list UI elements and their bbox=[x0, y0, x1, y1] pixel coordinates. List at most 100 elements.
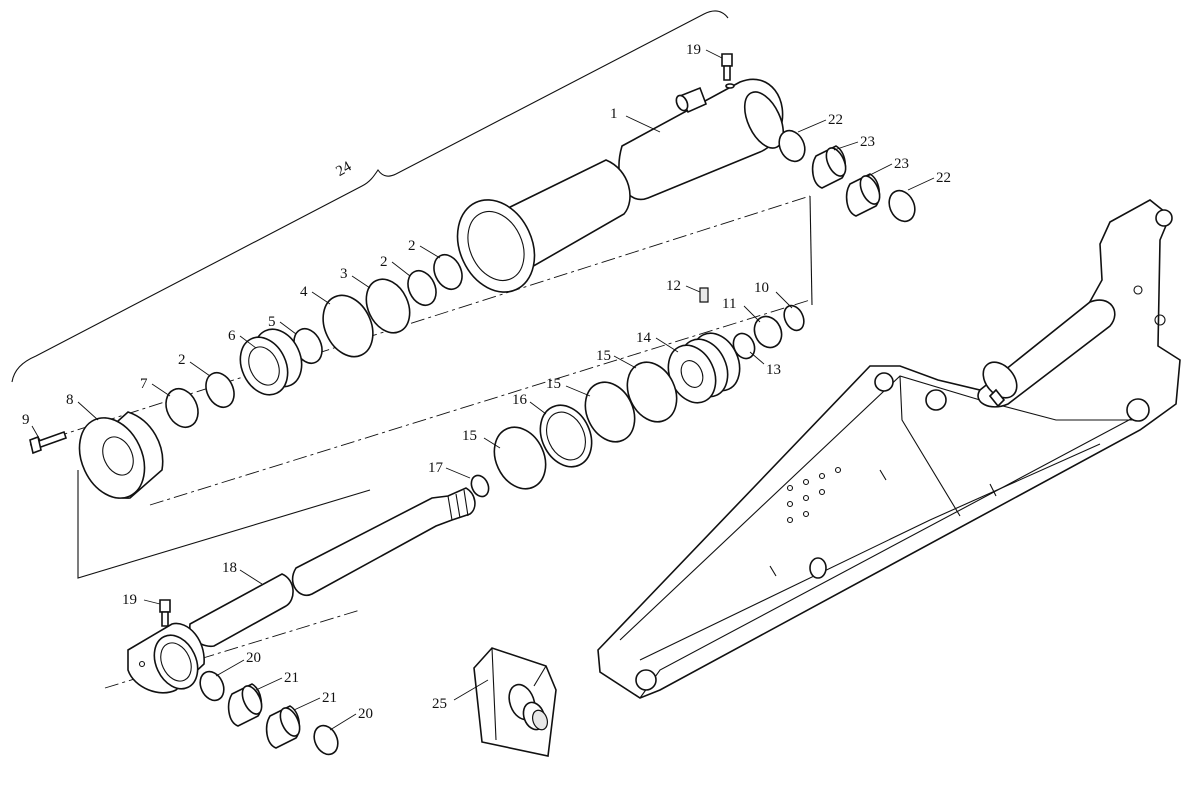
ring-16 bbox=[539, 404, 593, 468]
callout-10: 10 bbox=[754, 280, 769, 296]
callout-14: 14 bbox=[636, 330, 652, 346]
ring-3 bbox=[365, 278, 411, 334]
cylinder-barrel-front bbox=[456, 159, 631, 293]
ring-22-b bbox=[888, 189, 916, 223]
gland-6 bbox=[239, 328, 303, 396]
leader-2b bbox=[391, 261, 411, 277]
leader-2a bbox=[189, 361, 211, 377]
callout-23b: 23 bbox=[894, 156, 909, 172]
bushing-21-a bbox=[227, 683, 263, 727]
leader-4 bbox=[311, 291, 331, 305]
callout-13: 13 bbox=[766, 362, 781, 378]
assembly-bracket-24 bbox=[11, 10, 729, 383]
leader-20a bbox=[215, 659, 245, 677]
leader-15b bbox=[565, 385, 591, 397]
callout-2c: 2 bbox=[408, 238, 416, 254]
leader-22b bbox=[907, 177, 935, 191]
callout-19a: 19 bbox=[686, 42, 701, 58]
callout-25: 25 bbox=[432, 696, 447, 712]
callout-22a: 22 bbox=[828, 112, 843, 128]
cylinder-head-8 bbox=[78, 411, 164, 499]
leader-9 bbox=[31, 425, 41, 441]
leader-10 bbox=[775, 291, 793, 309]
callout-23a: 23 bbox=[860, 134, 875, 150]
center-line-rod bbox=[149, 299, 811, 506]
leader-5 bbox=[279, 321, 297, 335]
leader-8 bbox=[77, 401, 99, 421]
ring-4 bbox=[322, 294, 374, 358]
ring-20-a bbox=[199, 670, 225, 702]
leader-7 bbox=[151, 383, 171, 397]
leader-14 bbox=[655, 337, 679, 353]
assembly-line-left bbox=[77, 470, 371, 579]
leader-6 bbox=[239, 335, 257, 349]
leader-21a bbox=[255, 677, 283, 691]
boom-assembly bbox=[597, 199, 1181, 699]
callout-24: 24 bbox=[333, 158, 354, 180]
leader-21b bbox=[293, 697, 321, 711]
piston-14 bbox=[667, 332, 741, 404]
callout-3: 3 bbox=[340, 266, 348, 282]
callout-20a: 20 bbox=[246, 650, 261, 666]
leader-17 bbox=[445, 467, 471, 479]
nut-11 bbox=[753, 315, 783, 349]
ring-2-a bbox=[205, 371, 235, 409]
callout-6: 6 bbox=[228, 328, 236, 344]
callout-11: 11 bbox=[722, 296, 736, 312]
ring-20-b bbox=[313, 724, 339, 756]
leader-22a bbox=[797, 119, 827, 133]
callout-15a: 15 bbox=[462, 428, 477, 444]
ring-10 bbox=[783, 304, 805, 332]
callout-21a: 21 bbox=[284, 670, 299, 686]
leader-13 bbox=[749, 351, 765, 365]
ring-17 bbox=[470, 474, 490, 498]
ring-15-a bbox=[493, 426, 547, 490]
leader-1 bbox=[625, 115, 661, 133]
leader-23a bbox=[833, 141, 859, 151]
leader-19a bbox=[705, 49, 723, 59]
bushing-23-a bbox=[811, 145, 847, 189]
callout-17: 17 bbox=[428, 460, 444, 476]
callout-5: 5 bbox=[268, 314, 276, 330]
leader-15a bbox=[483, 437, 501, 449]
assembly-line-right bbox=[809, 195, 813, 306]
grease-fitting-19-bottom bbox=[159, 599, 171, 627]
callout-21b: 21 bbox=[322, 690, 337, 706]
callout-12: 12 bbox=[666, 278, 681, 294]
callout-16: 16 bbox=[512, 392, 528, 408]
leader-12 bbox=[685, 285, 701, 293]
cylinder-barrel-rear bbox=[618, 78, 785, 201]
callout-9: 9 bbox=[22, 412, 30, 428]
piston-rod-18 bbox=[189, 487, 476, 648]
rod-eye bbox=[127, 622, 205, 694]
callout-18: 18 bbox=[222, 560, 237, 576]
leader-23b bbox=[867, 163, 893, 177]
leader-16 bbox=[529, 401, 547, 415]
callout-19b: 19 bbox=[122, 592, 137, 608]
leader-11 bbox=[743, 305, 761, 323]
leader-18 bbox=[239, 569, 263, 585]
callout-2a: 2 bbox=[178, 352, 186, 368]
bushing-21-b bbox=[265, 705, 301, 749]
ring-22-a bbox=[778, 129, 806, 163]
callout-15c: 15 bbox=[596, 348, 611, 364]
ring-7 bbox=[165, 387, 199, 429]
leader-20b bbox=[329, 713, 357, 731]
center-line-barrel bbox=[29, 195, 811, 446]
bolt-9 bbox=[29, 430, 68, 455]
callout-22b: 22 bbox=[936, 170, 951, 186]
ring-15-b bbox=[584, 381, 636, 443]
leader-2c bbox=[419, 245, 441, 259]
ring-2-b bbox=[407, 269, 437, 307]
bracket-25 bbox=[473, 647, 557, 757]
leader-3 bbox=[351, 275, 371, 289]
setscrew-12 bbox=[699, 287, 709, 303]
callout-15b: 15 bbox=[546, 376, 561, 392]
leader-25 bbox=[453, 679, 489, 701]
bushing-23-b bbox=[845, 173, 881, 217]
callout-7: 7 bbox=[140, 376, 148, 392]
callout-20b: 20 bbox=[358, 706, 373, 722]
leader-19b bbox=[143, 599, 161, 605]
